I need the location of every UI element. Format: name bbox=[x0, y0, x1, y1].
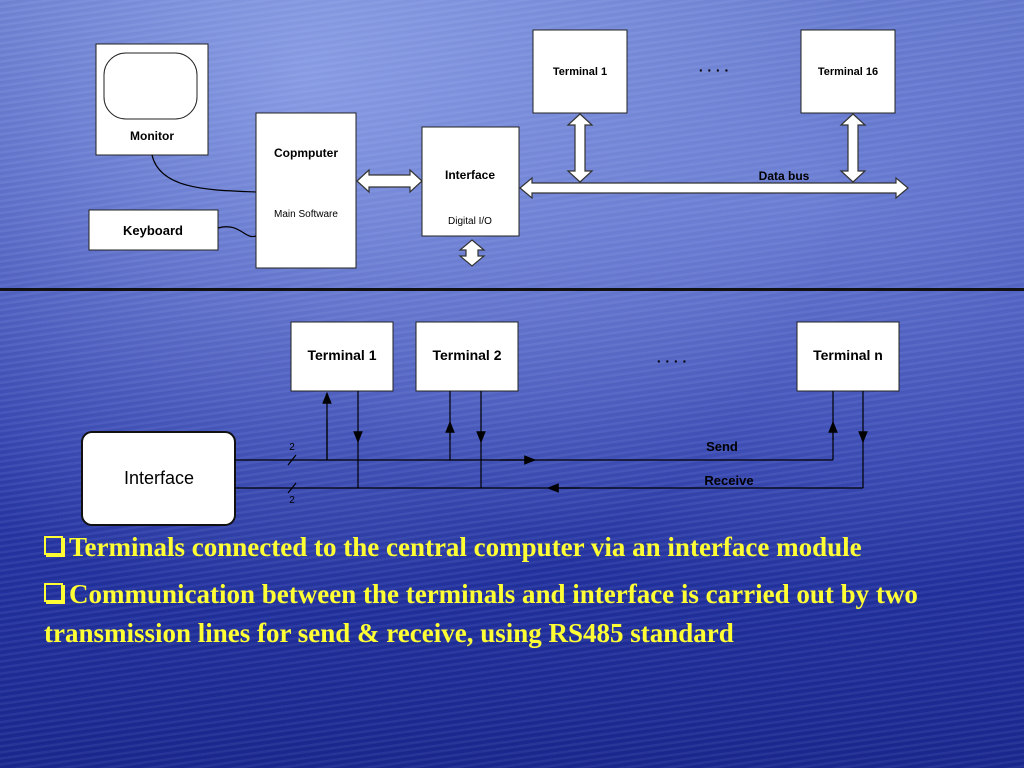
computer-interface-arrow bbox=[356, 168, 423, 194]
bullet-item: Terminals connected to the central compu… bbox=[44, 528, 1004, 567]
receive-wire-tick bbox=[287, 482, 297, 494]
top-terminal-1-label: Terminal 1 bbox=[553, 66, 607, 78]
top-interface-sublabel: Digital I/O bbox=[448, 216, 492, 227]
keyboard-cable bbox=[217, 226, 257, 238]
bottom-terminal-n-label: Terminal n bbox=[813, 347, 883, 363]
keyboard-label: Keyboard bbox=[123, 223, 183, 238]
bullet-list: Terminals connected to the central compu… bbox=[44, 528, 1004, 661]
bottom-diagram: Terminal 1 Terminal 2 Terminal n · · · ·… bbox=[81, 321, 900, 526]
bottom-terminal-1: Terminal 1 bbox=[290, 321, 394, 392]
section-divider bbox=[0, 288, 1024, 291]
top-terminal-1: Terminal 1 bbox=[532, 29, 628, 114]
checkbox-bullet-icon bbox=[44, 583, 63, 602]
bullet-text: Communication between the terminals and … bbox=[44, 579, 918, 648]
monitor-label: Monitor bbox=[130, 129, 174, 143]
data-bus-arrow bbox=[519, 176, 909, 200]
computer-sublabel: Main Software bbox=[274, 209, 338, 220]
bullet-item: Communication between the terminals and … bbox=[44, 575, 1004, 653]
bottom-terminal-1-label: Terminal 1 bbox=[308, 347, 377, 363]
top-ellipsis: · · · · bbox=[699, 62, 729, 78]
bullet-text: Terminals connected to the central compu… bbox=[69, 532, 862, 562]
bottom-terminal-2: Terminal 2 bbox=[415, 321, 519, 392]
digital-io-arrow bbox=[458, 239, 486, 267]
top-diagram: Monitor Keyboard Copmputer Main Software… bbox=[88, 29, 909, 269]
top-interface-label: Interface bbox=[445, 168, 495, 182]
monitor-block: Monitor bbox=[95, 43, 209, 156]
computer-block: Copmputer Main Software bbox=[255, 112, 357, 269]
receive-wire-count: 2 bbox=[289, 495, 295, 506]
monitor-cable bbox=[151, 154, 257, 193]
keyboard-block: Keyboard bbox=[88, 209, 219, 251]
receive-label: Receive bbox=[704, 473, 753, 488]
bottom-terminal-2-label: Terminal 2 bbox=[433, 347, 502, 363]
computer-label: Copmputer bbox=[274, 146, 338, 160]
bottom-terminal-n: Terminal n bbox=[796, 321, 900, 392]
top-terminal-16-label: Terminal 16 bbox=[818, 66, 878, 78]
top-terminal-16: Terminal 16 bbox=[800, 29, 896, 114]
monitor-screen bbox=[103, 52, 198, 120]
data-bus-label: Data bus bbox=[759, 169, 810, 183]
bottom-ellipsis: · · · · bbox=[657, 353, 687, 369]
top-interface-block: Interface Digital I/O bbox=[421, 126, 520, 237]
send-wire-count: 2 bbox=[289, 442, 295, 453]
terminal-1-bus-arrow bbox=[566, 113, 594, 183]
send-label: Send bbox=[706, 439, 738, 454]
bottom-interface-label: Interface bbox=[124, 468, 194, 488]
terminal-16-bus-arrow bbox=[839, 113, 867, 183]
bottom-interface-block: Interface bbox=[81, 431, 236, 526]
checkbox-bullet-icon bbox=[44, 536, 63, 555]
send-wire-tick bbox=[287, 454, 297, 466]
